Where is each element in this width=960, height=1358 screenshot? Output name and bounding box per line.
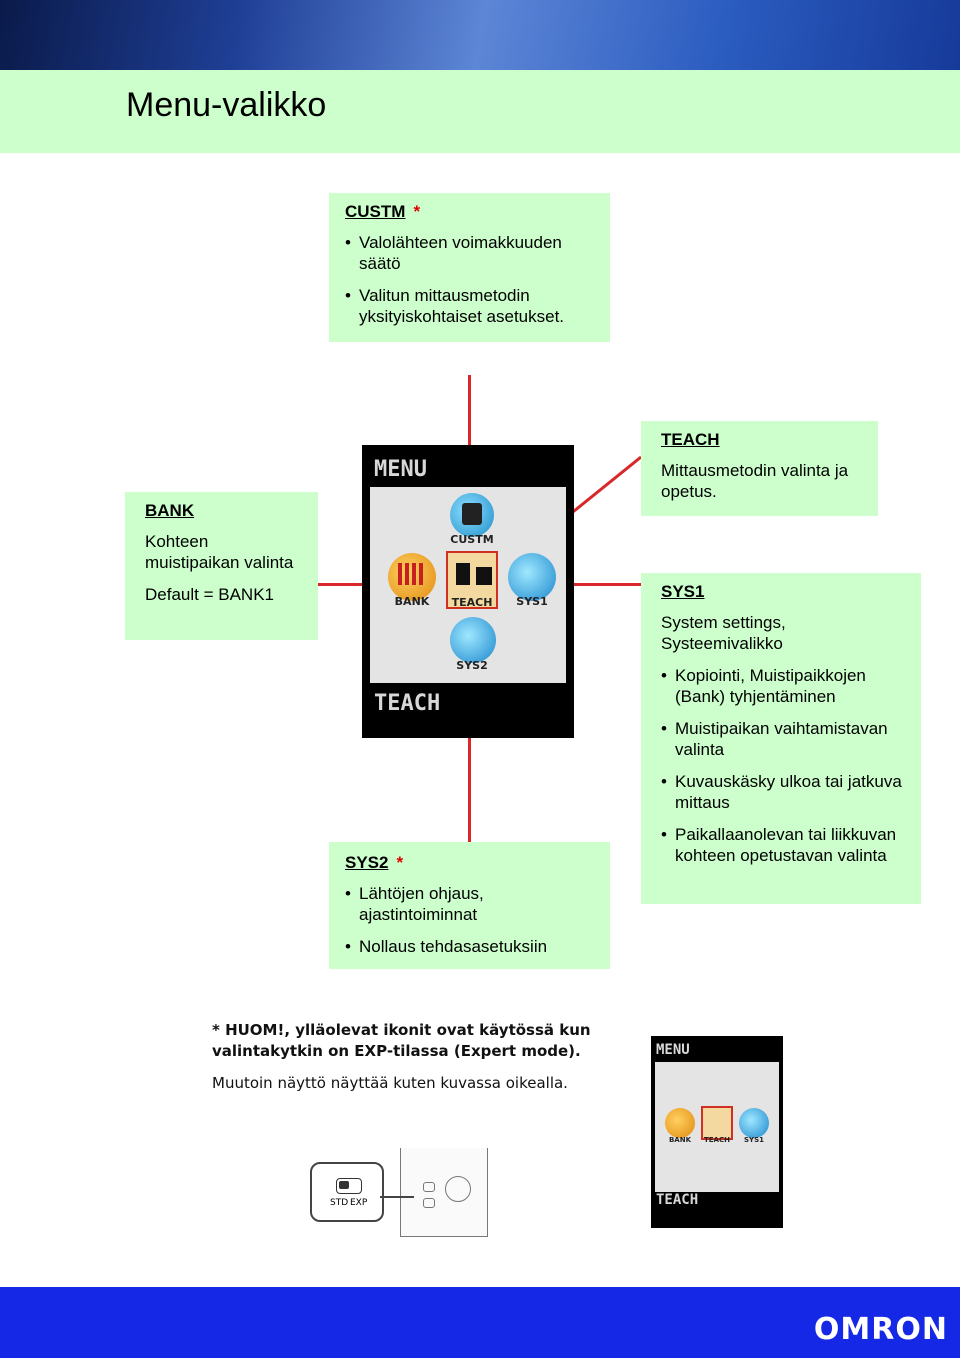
small-sys1-icon bbox=[739, 1108, 769, 1138]
sys2-item: Nollaus tehdasasetuksiin bbox=[345, 936, 594, 957]
switch-exp-label: EXP bbox=[350, 1198, 368, 1208]
connector-bank bbox=[318, 583, 362, 586]
sys1-item: Paikallaanolevan tai liikkuvan kohteen o… bbox=[661, 824, 905, 866]
custm-item: Valitun mittausmetodin yksityiskohtaiset… bbox=[345, 285, 594, 327]
teach-icon bbox=[446, 551, 498, 609]
teach-icon-label: TEACH bbox=[451, 596, 493, 609]
bank-icon-label: BANK bbox=[394, 595, 430, 608]
sys2-heading: SYS2* bbox=[345, 853, 404, 872]
lcd-small-screen-area: BANK TEACH SYS1 bbox=[655, 1062, 779, 1192]
sys2-icon-label: SYS2 bbox=[456, 659, 488, 672]
lcd-screen-area: CUSTM BANK TEACH SYS1 SYS2 bbox=[370, 487, 566, 683]
bank-icon bbox=[388, 553, 436, 601]
lcd-small-teach-label: TEACH bbox=[656, 1192, 699, 1208]
teach-description: Mittausmetodin valinta ja opetus. bbox=[661, 461, 849, 501]
sys1-icon bbox=[508, 553, 556, 601]
sys2-icon bbox=[450, 617, 496, 663]
sys1-item: Muistipaikan vaihtamistavan valinta bbox=[661, 718, 905, 760]
small-teach-icon bbox=[701, 1106, 733, 1140]
lcd-teach-label: TEACH bbox=[374, 691, 441, 716]
page-title: Menu-valikko bbox=[126, 86, 327, 124]
custm-heading: CUSTM* bbox=[345, 202, 421, 221]
sys1-item: Kuvauskäsky ulkoa tai jatkuva mittaus bbox=[661, 771, 905, 813]
top-banner bbox=[0, 0, 960, 70]
sys2-star: * bbox=[396, 853, 404, 872]
small-sys1-label: SYS1 bbox=[743, 1136, 765, 1144]
note-line-3: Muutoin näyttö näyttää kuten kuvassa oik… bbox=[212, 1074, 568, 1092]
footer-band bbox=[0, 1287, 960, 1358]
connector-sys2 bbox=[468, 737, 471, 842]
bank-box: BANK Kohteen muistipaikan valinta Defaul… bbox=[125, 492, 318, 640]
sys1-item: Kopiointi, Muistipaikkojen (Bank) tyhjen… bbox=[661, 665, 905, 707]
sys1-box: SYS1 System settings, Systeemivalikko Ko… bbox=[641, 573, 921, 904]
custm-box: CUSTM* Valolähteen voimakkuuden säätö Va… bbox=[329, 193, 610, 342]
mode-switch-diagram: STD EXP bbox=[310, 1148, 490, 1238]
lcd-menu-screen: MENU CUSTM BANK TEACH SYS1 SYS2 TEACH bbox=[362, 445, 574, 738]
bank-default: Default = BANK1 bbox=[145, 585, 274, 604]
mode-switch: STD EXP bbox=[310, 1162, 384, 1222]
sys1-icon-label: SYS1 bbox=[516, 595, 548, 608]
note-line-2: valintakytkin on EXP-tilassa (Expert mod… bbox=[212, 1042, 581, 1060]
custm-star: * bbox=[413, 202, 421, 221]
teach-heading: TEACH bbox=[661, 430, 720, 449]
bank-description: Kohteen muistipaikan valinta bbox=[145, 532, 294, 572]
custm-item: Valolähteen voimakkuuden säätö bbox=[345, 232, 594, 274]
lcd-std-mode-screen: MENU BANK TEACH SYS1 TEACH bbox=[651, 1036, 783, 1228]
title-band bbox=[0, 70, 960, 153]
teach-box: TEACH Mittausmetodin valinta ja opetus. bbox=[641, 421, 878, 516]
small-bank-icon bbox=[665, 1108, 695, 1138]
sys2-item: Lähtöjen ohjaus, ajastintoiminnat bbox=[345, 883, 594, 925]
sys1-heading: SYS1 bbox=[661, 582, 705, 601]
switch-std-label: STD bbox=[330, 1198, 349, 1208]
connector-custm bbox=[468, 375, 471, 447]
custm-icon-label: CUSTM bbox=[450, 533, 494, 546]
bank-heading: BANK bbox=[145, 501, 195, 520]
device-body bbox=[400, 1148, 488, 1237]
custm-icon bbox=[450, 493, 494, 537]
sys1-description: System settings, Systeemivalikko bbox=[661, 613, 786, 653]
device-button-icon bbox=[423, 1182, 435, 1192]
small-bank-label: BANK bbox=[668, 1136, 692, 1144]
omron-logo: OMRON bbox=[813, 1312, 948, 1347]
dpad-icon bbox=[445, 1176, 471, 1202]
lcd-small-menu-label: MENU bbox=[656, 1042, 690, 1058]
small-teach-label: TEACH bbox=[704, 1136, 730, 1144]
device-button-icon bbox=[423, 1198, 435, 1208]
switch-slider-icon bbox=[336, 1178, 362, 1194]
switch-pointer bbox=[380, 1196, 414, 1198]
lcd-menu-label: MENU bbox=[374, 457, 427, 482]
connector-sys1 bbox=[555, 583, 642, 586]
note-line-1: * HUOM!, ylläolevat ikonit ovat käytössä… bbox=[212, 1021, 591, 1039]
sys2-box: SYS2* Lähtöjen ohjaus, ajastintoiminnat … bbox=[329, 842, 610, 969]
